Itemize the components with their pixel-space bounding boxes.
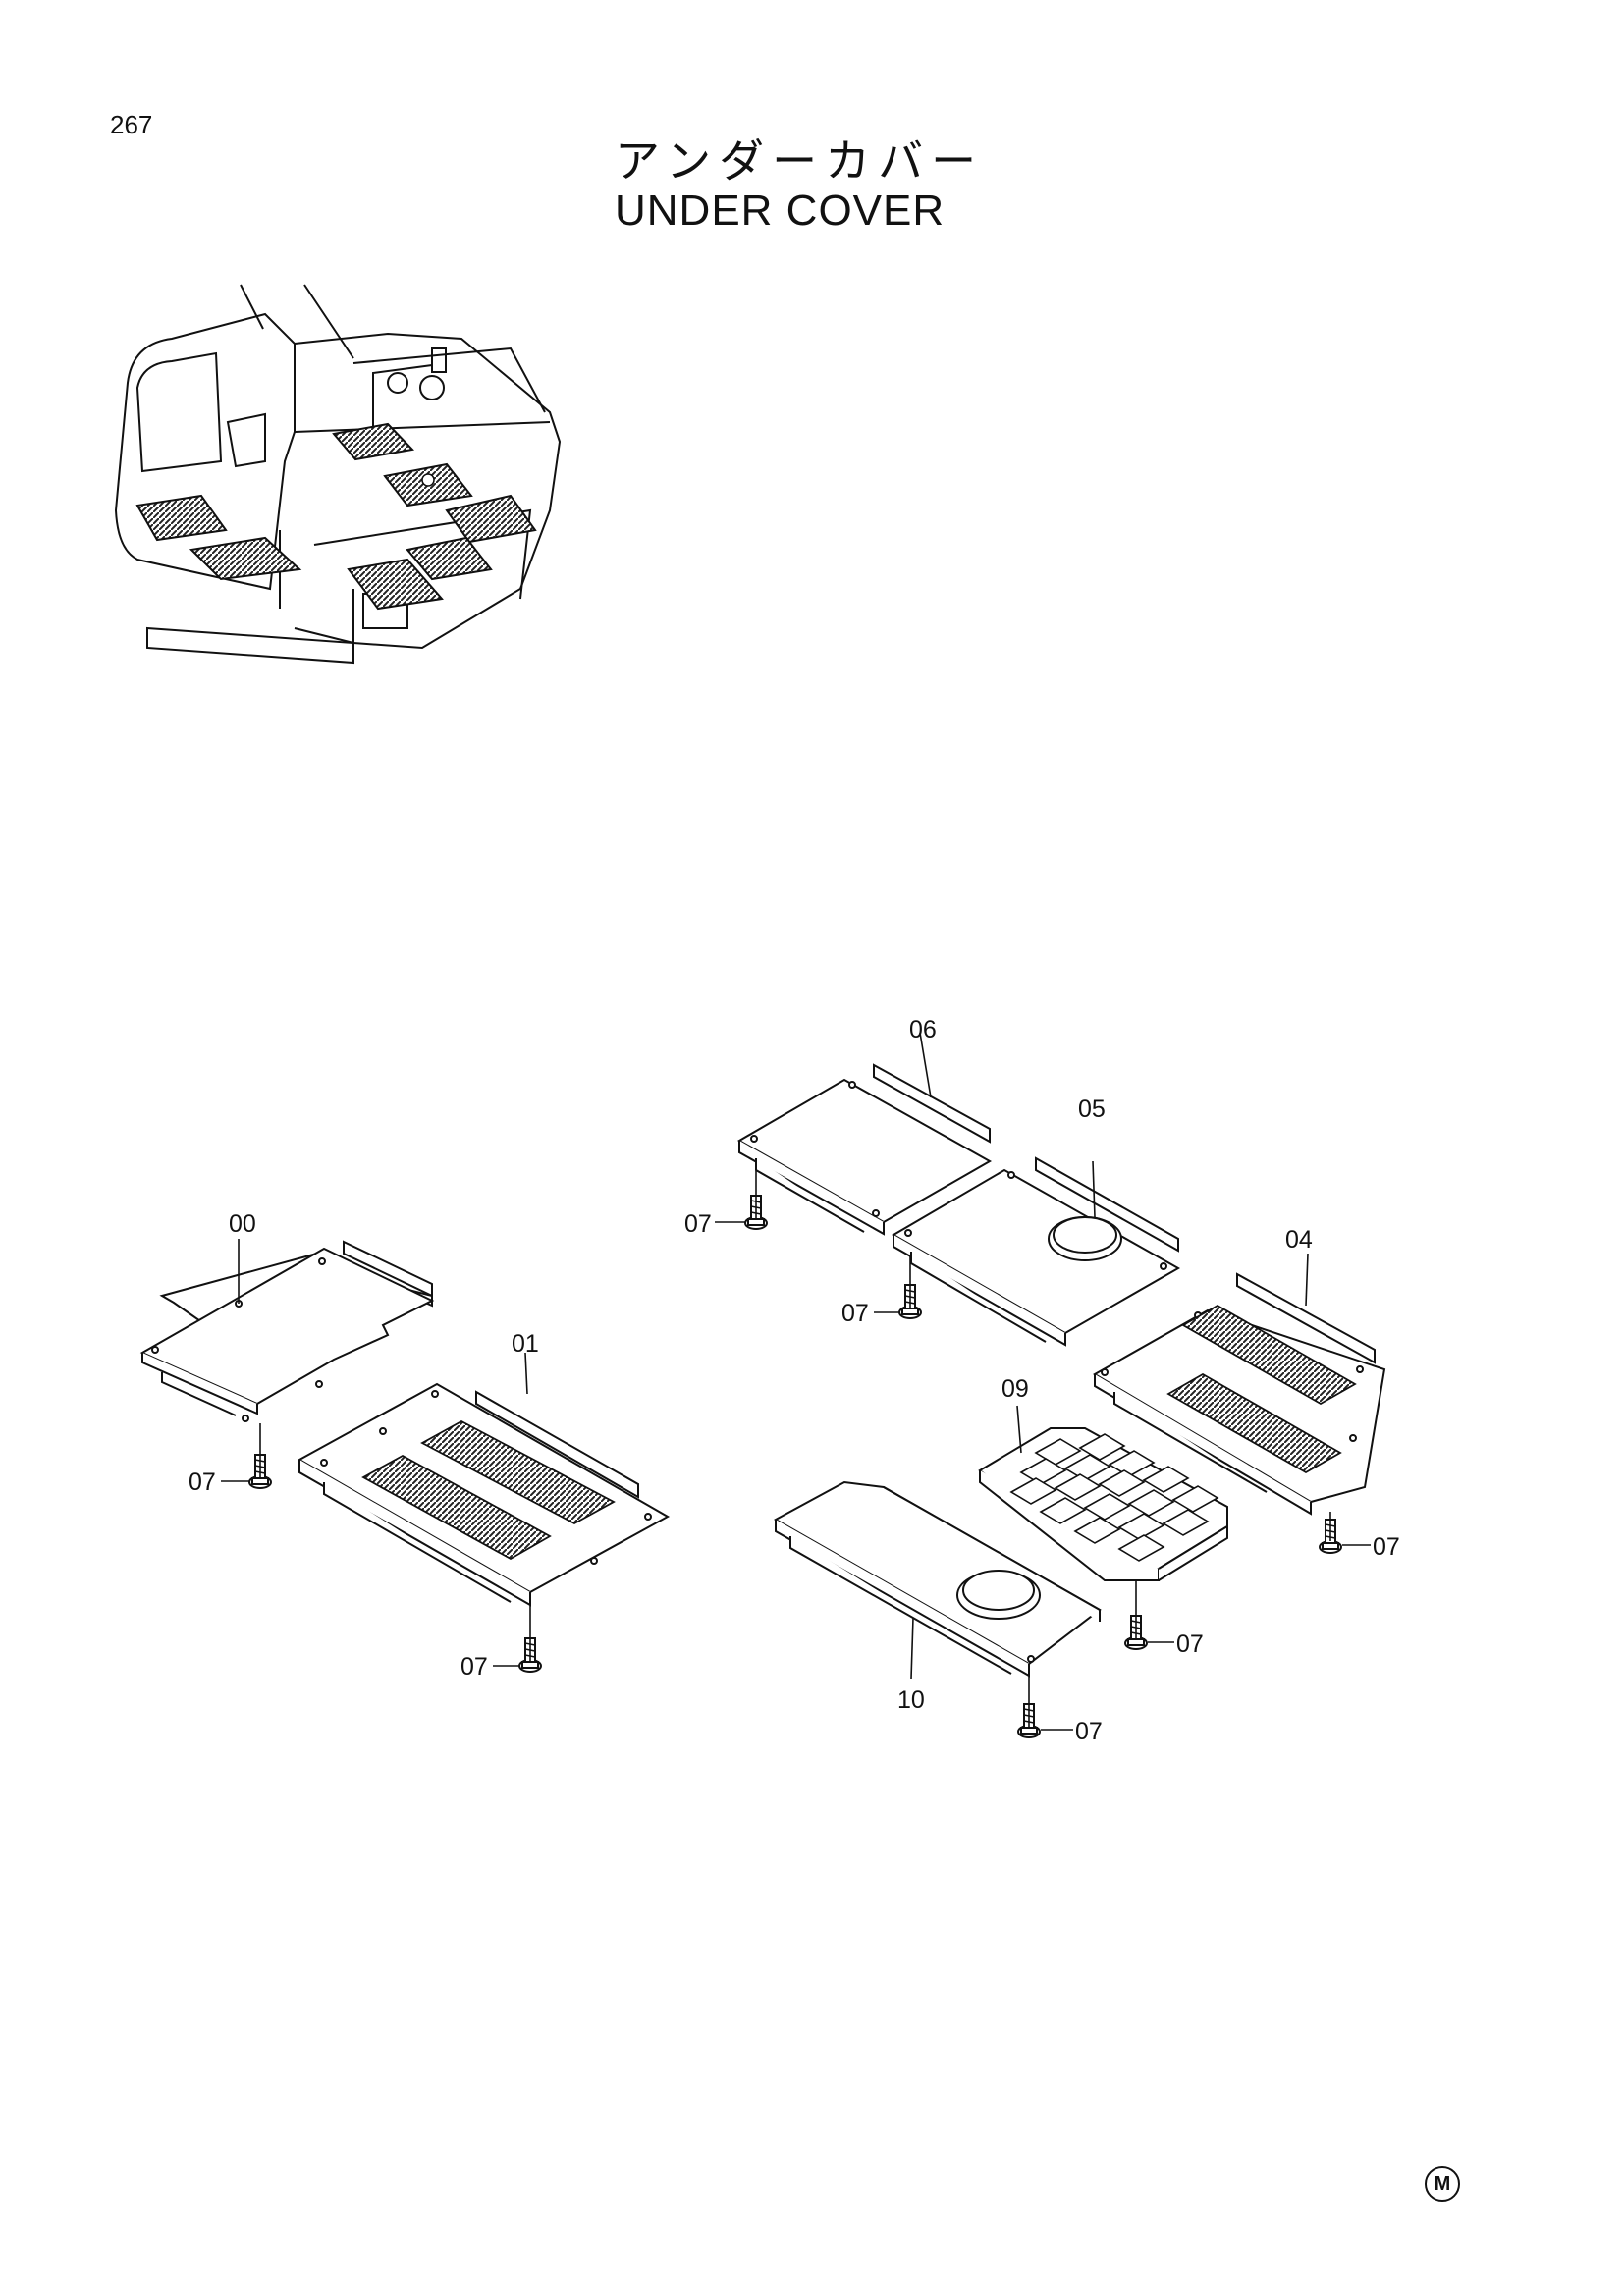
callout-06: 06 [909,1016,937,1043]
leader-lines [221,1032,1371,1731]
machine-overview-cover-locations [135,422,537,611]
machine-overview-sketch [114,284,562,665]
callout-07: 07 [1075,1718,1103,1745]
callout-07: 07 [1373,1533,1400,1561]
callout-00: 00 [229,1210,256,1238]
cover-part-04-vent-slots [1166,1304,1357,1474]
cover-part-00 [139,1240,435,1422]
callout-07: 07 [1176,1630,1204,1658]
callout-07: 07 [189,1468,216,1496]
callout-07: 07 [841,1300,869,1327]
cover-part-05 [892,1156,1181,1347]
callout-04: 04 [1285,1226,1313,1254]
page-title-english: UNDER COVER [615,187,946,235]
footer-mark: M [1425,2166,1460,2202]
callout-01: 01 [512,1330,539,1358]
callout-07: 07 [684,1210,712,1238]
cover-part-01 [297,1382,671,1607]
page-title-japanese: アンダーカバー [615,134,985,187]
callout-05: 05 [1078,1095,1106,1123]
cover-part-01-vent-slots [361,1419,616,1561]
cover-part-09-slots [1009,1433,1219,1562]
cover-part-06 [736,1063,993,1236]
page-number: 267 [110,110,153,139]
cover-part-10 [773,1480,1102,1678]
callout-10: 10 [897,1686,925,1714]
callout-09: 09 [1001,1375,1029,1403]
callout-07: 07 [460,1653,488,1681]
